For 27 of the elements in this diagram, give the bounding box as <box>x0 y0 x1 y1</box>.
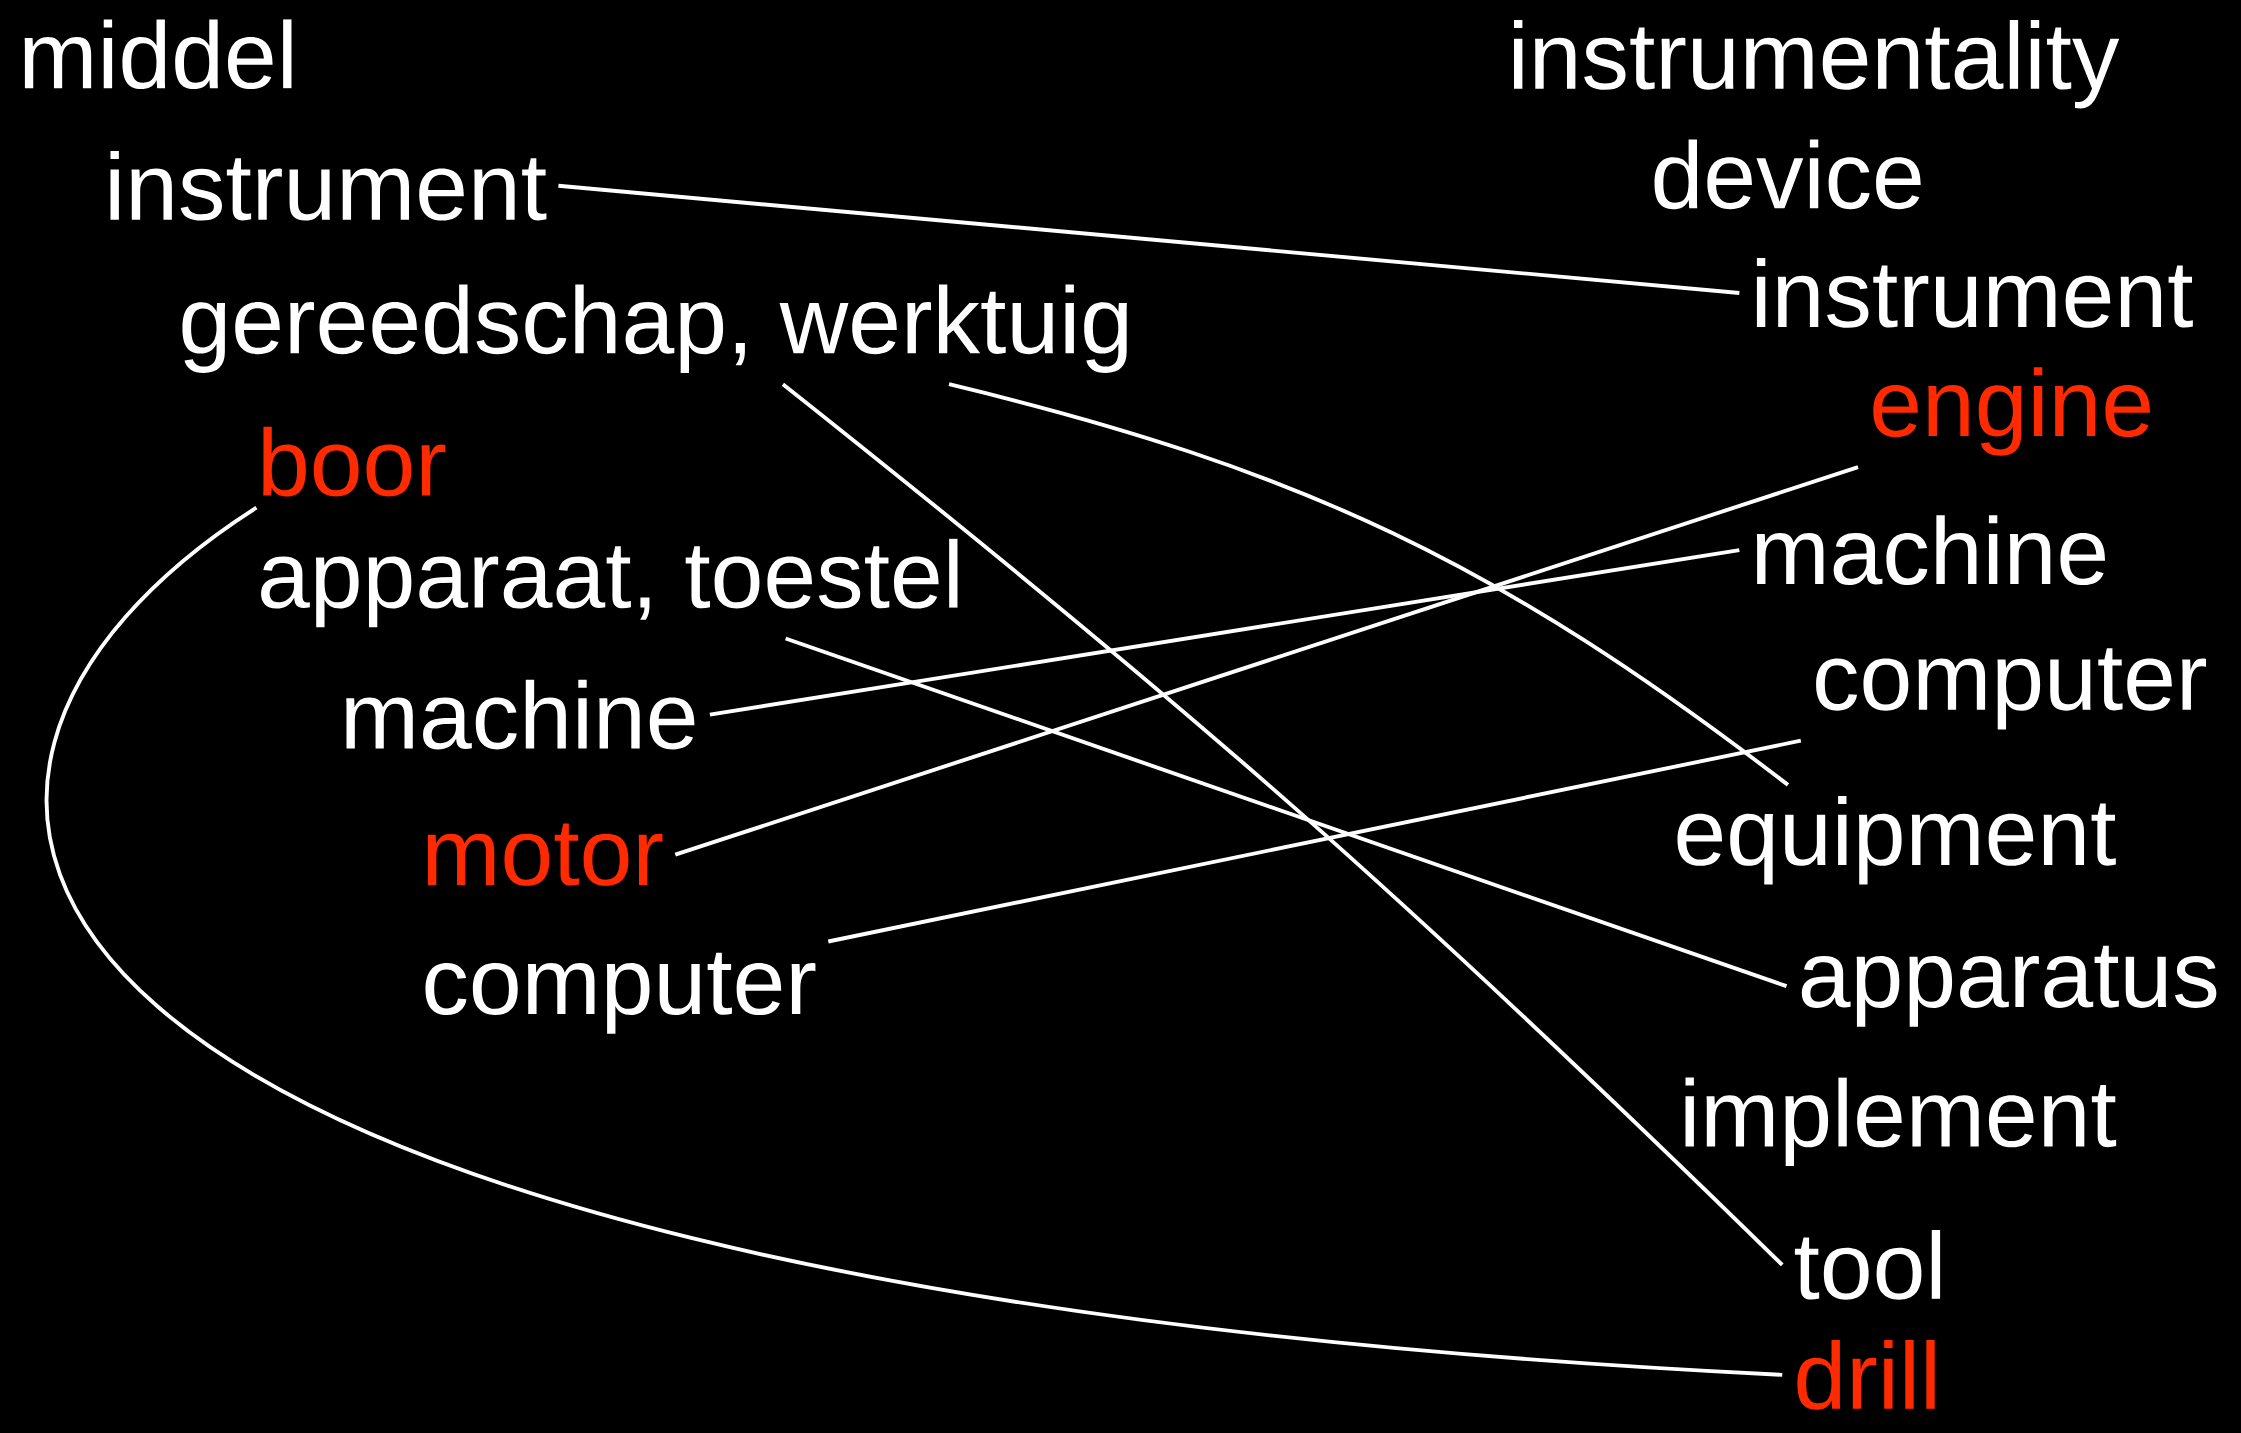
word-label: computer <box>425 952 816 1034</box>
word-label: boor <box>263 426 446 497</box>
connector-line <box>674 465 1859 857</box>
word-label: apparatus <box>1801 945 2217 1027</box>
word-label: computer <box>1816 648 2207 730</box>
word-label: machine <box>346 679 695 750</box>
word-label: device <box>1654 139 1921 210</box>
connector-line <box>827 738 1802 944</box>
word-label: equipment <box>1677 796 2116 885</box>
connector-line <box>47 506 1783 1377</box>
word-label: instrument <box>110 150 547 221</box>
word-label: machine <box>1756 515 2105 586</box>
connector-line <box>948 382 1790 787</box>
word-label: tool <box>1794 1230 1941 1300</box>
connector-line <box>781 382 1784 1267</box>
connector-line <box>709 548 1740 717</box>
word-label: instrument <box>1756 258 2193 328</box>
word-label: motor <box>427 823 663 886</box>
word-label: apparaat, toestel <box>261 538 958 628</box>
word-label: middel <box>24 19 292 90</box>
word-label: drill <box>1797 1340 1935 1410</box>
connector-line <box>558 183 1740 295</box>
word-label: implement <box>1685 1077 2117 1167</box>
connector-line <box>784 636 1788 988</box>
word-label: instrumentality <box>1514 20 2120 109</box>
word-label: engine <box>1873 367 2150 456</box>
word-label: gereedschap, werktuig <box>182 284 1127 373</box>
